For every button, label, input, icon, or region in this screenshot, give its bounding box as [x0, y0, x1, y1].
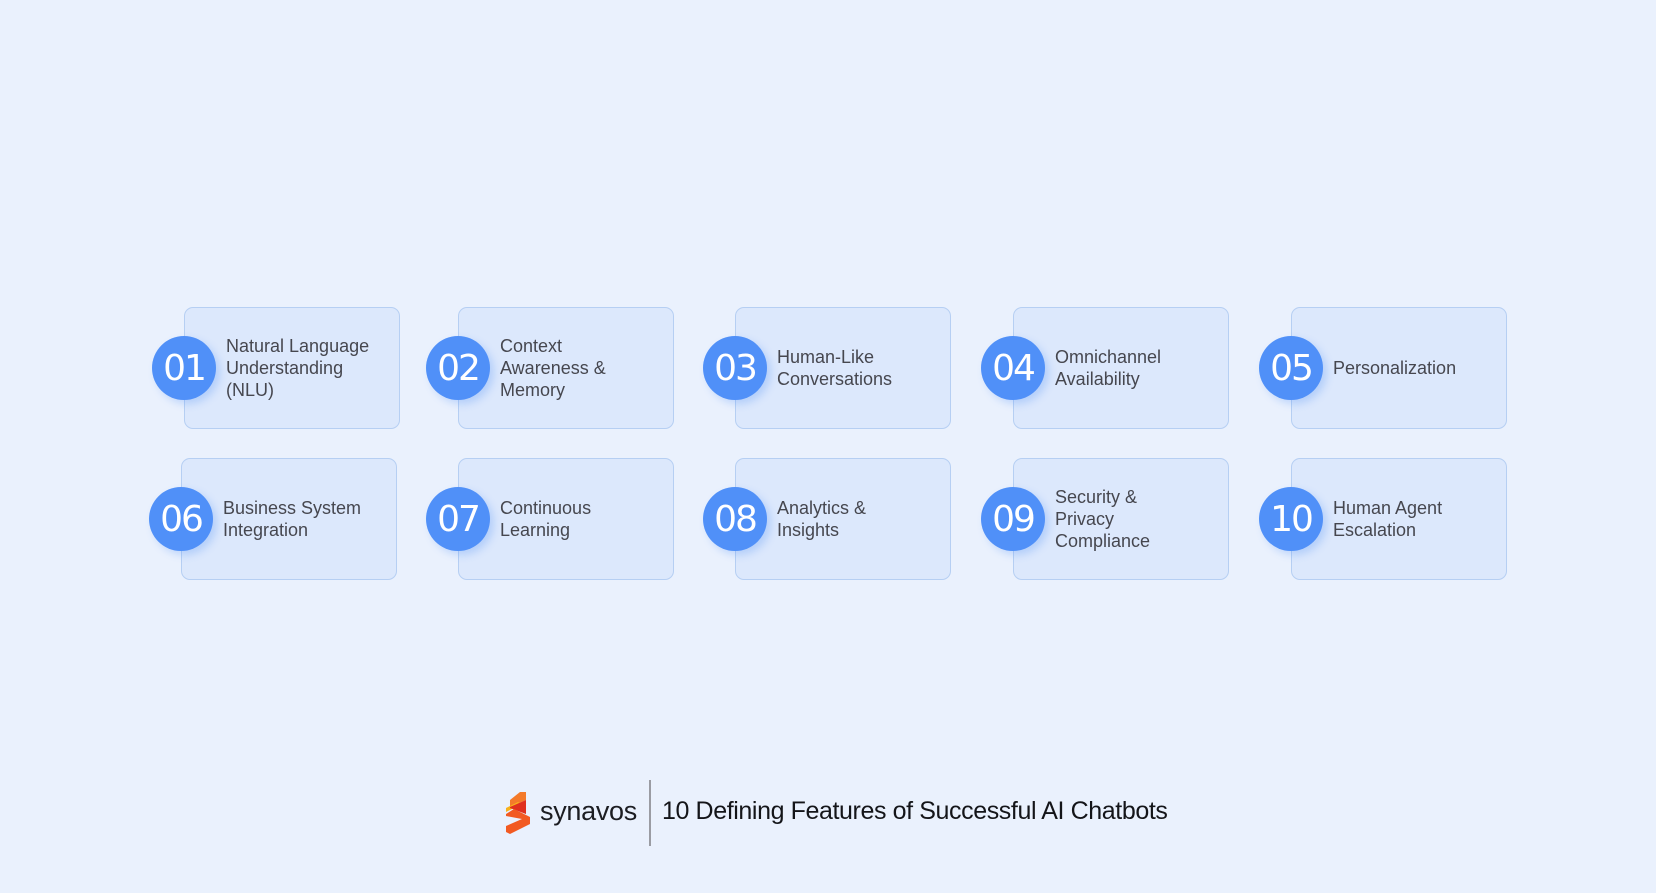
- footer-divider: [649, 780, 651, 846]
- feature-label: Analytics & Insights: [777, 498, 867, 540]
- feature-label: Natural Language Understanding (NLU): [226, 336, 370, 400]
- feature-number-badge: 08: [703, 487, 767, 551]
- feature-label: Context Awareness & Memory: [500, 336, 606, 400]
- feature-number-badge: 02: [426, 336, 490, 400]
- feature-card-07: 07 Continuous Learning: [426, 458, 674, 580]
- feature-label: Security & Privacy Compliance: [1055, 487, 1151, 551]
- feature-card-09: 09 Security & Privacy Compliance: [981, 458, 1229, 580]
- feature-label: Omnichannel Availability: [1055, 347, 1162, 389]
- feature-label: Business System Integration: [223, 498, 362, 540]
- feature-card-06: 06 Business System Integration: [149, 458, 397, 580]
- feature-card-01: 01 Natural Language Understanding (NLU): [152, 307, 400, 429]
- feature-card-04: 04 Omnichannel Availability: [981, 307, 1229, 429]
- feature-label: Continuous Learning: [500, 498, 592, 540]
- feature-label: Human-Like Conversations: [777, 347, 893, 389]
- feature-label: Human Agent Escalation: [1333, 498, 1443, 540]
- footer: synavos 10 Defining Features of Successf…: [0, 780, 1656, 846]
- feature-card-08: 08 Analytics & Insights: [703, 458, 951, 580]
- feature-card-02: 02 Context Awareness & Memory: [426, 307, 674, 429]
- feature-card-10: 10 Human Agent Escalation: [1259, 458, 1507, 580]
- feature-card-05: 05 Personalization: [1259, 307, 1507, 429]
- feature-label: Personalization: [1333, 358, 1457, 378]
- feature-number-badge: 09: [981, 487, 1045, 551]
- page-title: 10 Defining Features of Successful AI Ch…: [662, 797, 1168, 825]
- feature-number-badge: 10: [1259, 487, 1323, 551]
- feature-number-badge: 07: [426, 487, 490, 551]
- feature-card-03: 03 Human-Like Conversations: [703, 307, 951, 429]
- feature-number-badge: 03: [703, 336, 767, 400]
- feature-number-badge: 01: [152, 336, 216, 400]
- brand-name: synavos: [540, 796, 637, 826]
- synavos-logo-icon: [506, 792, 530, 834]
- feature-number-badge: 04: [981, 336, 1045, 400]
- feature-number-badge: 06: [149, 487, 213, 551]
- feature-number-badge: 05: [1259, 336, 1323, 400]
